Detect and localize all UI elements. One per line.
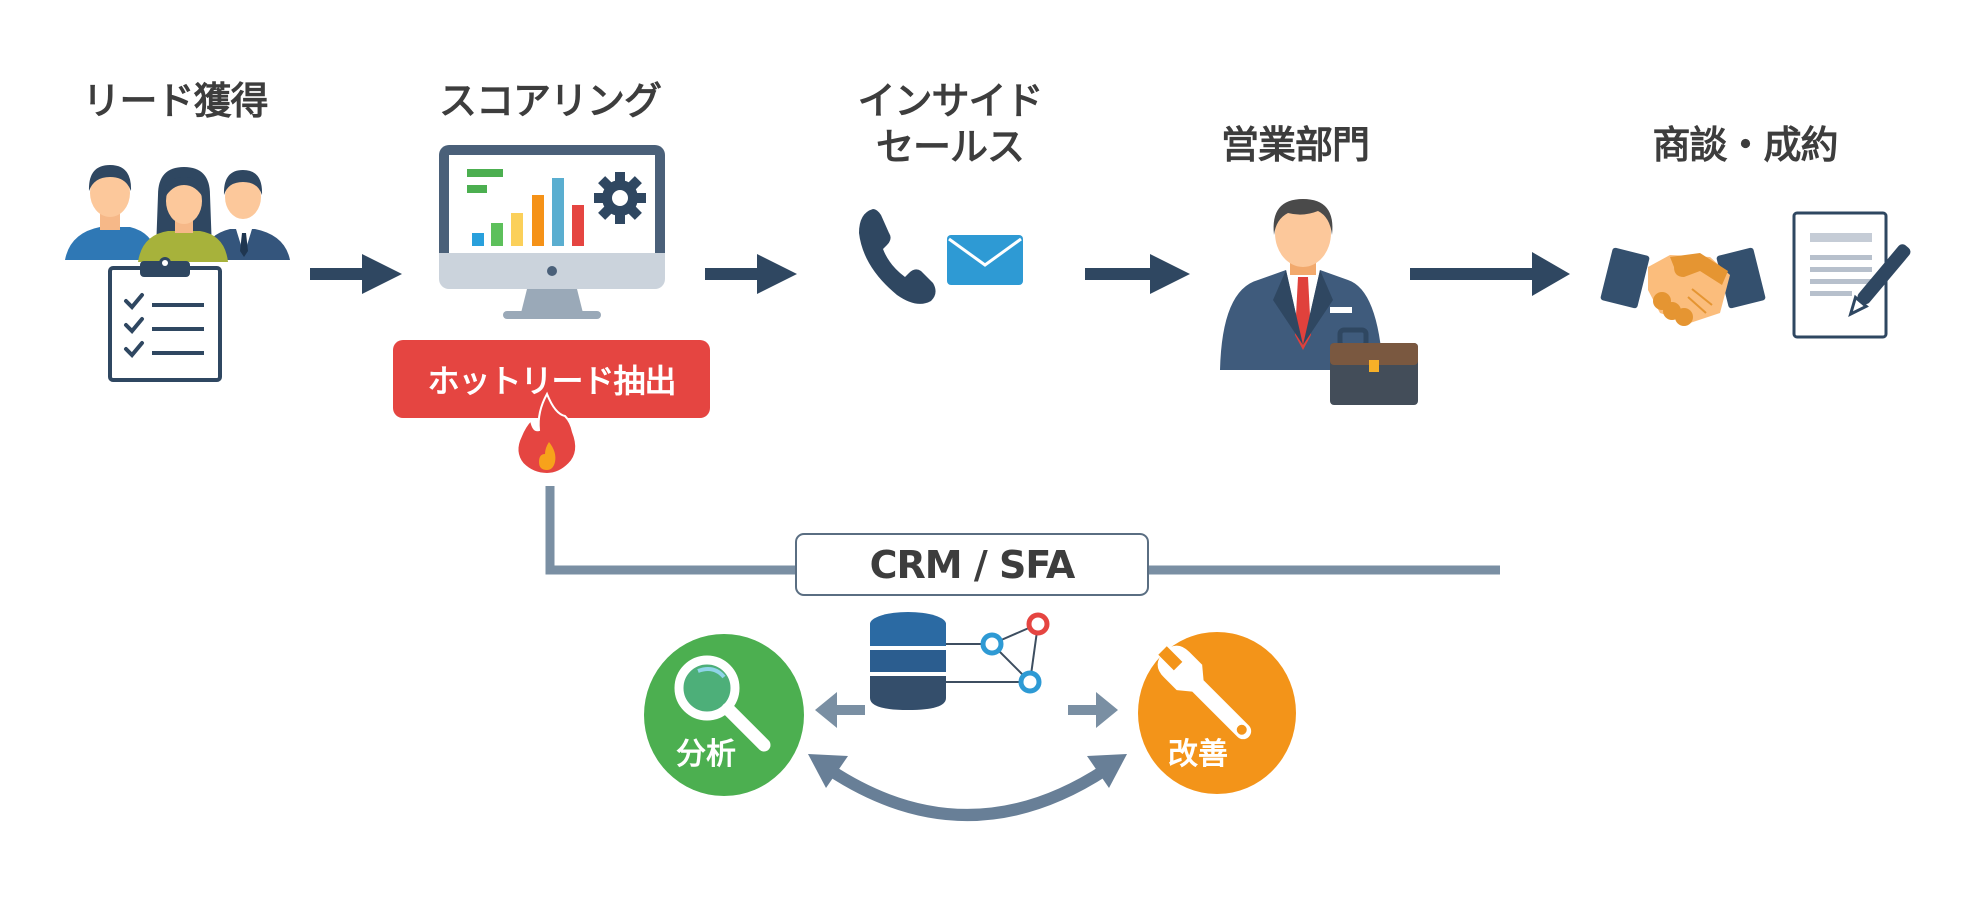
contract-icon [1792,211,1888,339]
flow-arrow-4 [1410,252,1570,296]
cycle-double-arrow [808,754,1127,821]
arrow-to-analysis [815,692,865,728]
wrench-icon [1157,645,1252,740]
database-network-icon [870,612,1050,710]
improve-circle [1138,632,1296,794]
flow-arrow-1 [310,254,402,294]
crm-sfa-label: CRM / SFA [869,542,1076,587]
hot-lead-label: ホットリード抽出 [427,362,676,400]
stage-title-inside-line2: セールス [875,125,1025,169]
crm-sfa-box: CRM / SFA [795,533,1149,596]
stage-title-sales: 営業部門 [1220,123,1370,167]
businessman-briefcase-icon [1220,199,1418,405]
flow-arrow-2 [705,254,797,294]
analysis-label: 分析 [676,737,736,772]
mail-icon [947,235,1023,285]
stage-title-lead: リード獲得 [82,79,268,123]
stage-title-inside-sales: インサイド セールス [840,78,1060,170]
flow-arrow-3 [1085,254,1190,294]
arrow-to-improve [1068,692,1118,728]
fire-icon [516,391,578,476]
monitor-chart-gear-icon [439,145,665,319]
stage-title-deal: 商談・成約 [1652,123,1838,167]
pen-icon [1848,244,1911,317]
improve-label: 改善 [1168,737,1228,772]
magnifier-icon [674,655,771,752]
phone-mail-icon [859,209,1023,304]
handshake-contract-icon [1600,211,1911,339]
crm-connector-line [545,486,1500,575]
analysis-circle [644,634,804,796]
stage-title-scoring: スコアリング [438,79,662,123]
stage-title-inside-line1: インサイド [857,79,1043,123]
phone-icon [859,209,936,304]
people-clipboard-icon [65,165,290,382]
